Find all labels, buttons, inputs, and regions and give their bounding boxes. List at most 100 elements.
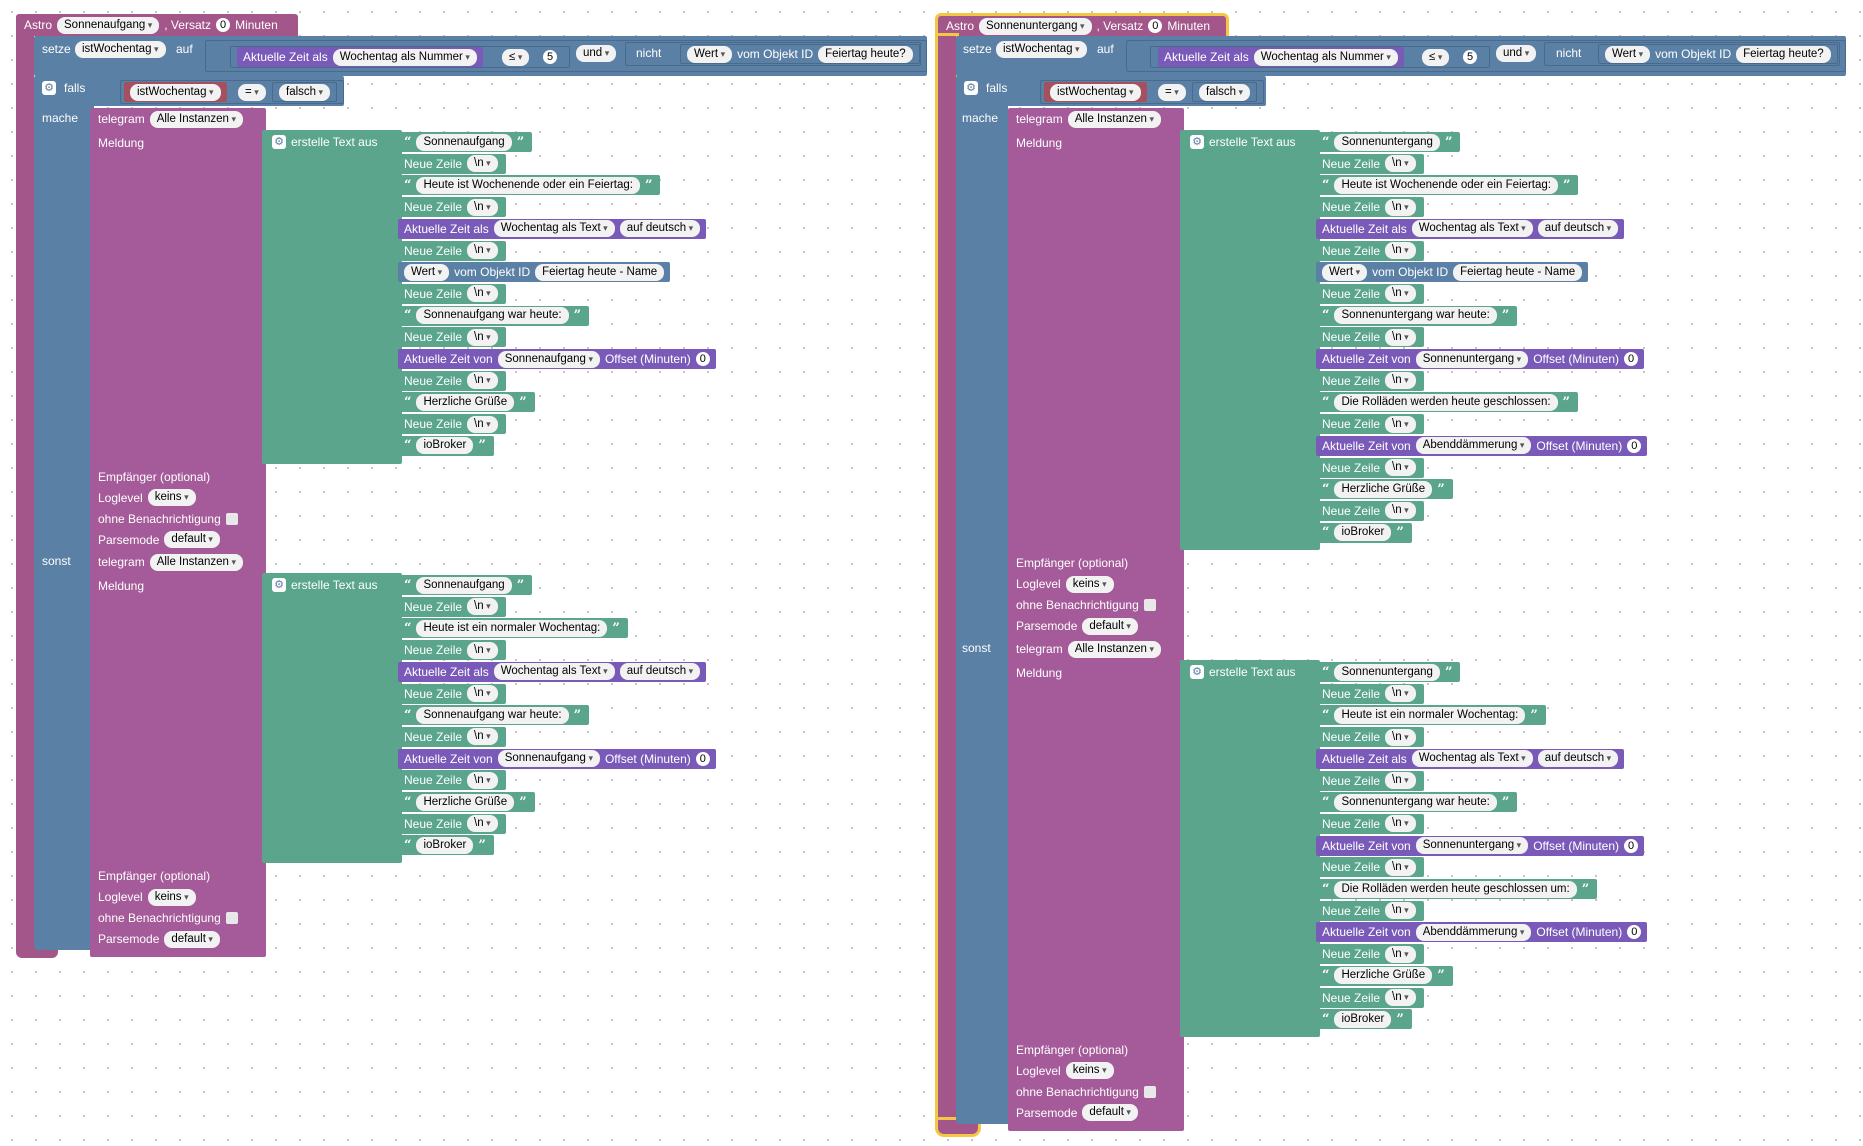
gear-icon[interactable]: ⚙ bbox=[1190, 135, 1204, 149]
neue-zeile-block[interactable]: Neue Zeile \n bbox=[398, 770, 506, 791]
text-input[interactable]: ioBroker bbox=[416, 437, 474, 455]
neue-zeile-block[interactable]: Neue Zeile \n bbox=[398, 327, 506, 348]
text-block[interactable]: “ Sonnenuntergang ” bbox=[1316, 662, 1461, 682]
objekt-id-field[interactable]: Feiertag heute - Name bbox=[1453, 263, 1583, 281]
text-input[interactable]: Heute ist Wochenende oder ein Feiertag: bbox=[1334, 176, 1558, 194]
falls-var-dropdown[interactable]: istWochentag bbox=[130, 83, 221, 101]
text-block[interactable]: “ Sonnenuntergang war heute: ” bbox=[1316, 305, 1518, 326]
loglevel-dropdown[interactable]: keins bbox=[1065, 575, 1114, 593]
neue-zeile-block[interactable]: Neue Zeile \n bbox=[398, 726, 506, 747]
astro-event-dropdown[interactable]: Sonnenuntergang bbox=[1415, 837, 1529, 855]
offset-input[interactable]: 0 bbox=[695, 352, 710, 366]
parsemode-dropdown[interactable]: default bbox=[164, 531, 220, 548]
newline-dropdown[interactable]: \n bbox=[1385, 285, 1416, 303]
zeit-format-dropdown[interactable]: Wochentag als Text bbox=[493, 663, 615, 681]
text-block[interactable]: “ Herzliche Grüße ” bbox=[398, 792, 535, 812]
text-block[interactable]: “ Sonnenaufgang war heute: ” bbox=[398, 305, 590, 326]
newline-dropdown[interactable]: \n bbox=[1385, 989, 1416, 1006]
compare-op-dropdown[interactable]: ≤ bbox=[1422, 49, 1450, 66]
text-input[interactable]: Sonnenuntergang bbox=[1334, 663, 1440, 681]
wert-dropdown[interactable]: Wert bbox=[1322, 263, 1368, 281]
newline-dropdown[interactable]: \n bbox=[1385, 155, 1416, 173]
text-block[interactable]: “ Sonnenuntergang war heute: ” bbox=[1316, 792, 1518, 813]
neue-zeile-block[interactable]: Neue Zeile \n bbox=[1316, 370, 1424, 391]
newline-dropdown[interactable]: \n bbox=[467, 372, 498, 390]
telegram-instance-dropdown[interactable]: Alle Instanzen bbox=[149, 110, 243, 128]
neue-zeile-block[interactable]: Neue Zeile \n bbox=[1316, 770, 1424, 791]
newline-dropdown[interactable]: \n bbox=[467, 728, 498, 746]
neue-zeile-block[interactable]: Neue Zeile \n bbox=[1316, 683, 1424, 704]
text-block[interactable]: “ ioBroker ” bbox=[1316, 1009, 1412, 1030]
compare-value-input[interactable]: 5 bbox=[1463, 50, 1478, 64]
wert-block[interactable]: Wert vom Objekt ID Feiertag heute? bbox=[1598, 44, 1838, 64]
wert-block[interactable]: Wert vom Objekt ID Feiertag heute - Name bbox=[1316, 262, 1589, 283]
zeit-von-block[interactable]: Aktuelle Zeit von Sonnenuntergang Offset… bbox=[1316, 835, 1645, 856]
newline-dropdown[interactable]: \n bbox=[1385, 815, 1416, 833]
text-input[interactable]: ioBroker bbox=[1334, 524, 1392, 542]
newline-dropdown[interactable]: \n bbox=[1385, 858, 1416, 876]
neue-zeile-block[interactable]: Neue Zeile \n bbox=[1316, 327, 1424, 348]
neue-zeile-block[interactable]: Neue Zeile \n bbox=[1316, 857, 1424, 878]
falls-var-dropdown[interactable]: istWochentag bbox=[1050, 83, 1141, 101]
zeit-von-block[interactable]: Aktuelle Zeit von Abenddämmerung Offset … bbox=[1316, 435, 1648, 456]
zeit-language-dropdown[interactable]: auf deutsch bbox=[619, 220, 701, 238]
text-input[interactable]: ioBroker bbox=[1334, 1010, 1392, 1028]
neue-zeile-block[interactable]: Neue Zeile \n bbox=[398, 640, 506, 661]
neue-zeile-block[interactable]: Neue Zeile \n bbox=[398, 197, 506, 218]
zeit-von-block[interactable]: Aktuelle Zeit von Abenddämmerung Offset … bbox=[1316, 922, 1648, 943]
text-block[interactable]: “ Heute ist ein normaler Wochentag: ” bbox=[398, 618, 628, 639]
falls-value-dropdown[interactable]: falsch bbox=[1199, 83, 1251, 101]
setze-var-dropdown[interactable]: istWochentag bbox=[75, 41, 166, 58]
offset-input[interactable]: 0 bbox=[1624, 352, 1639, 366]
erstelle-text-block[interactable] bbox=[1180, 130, 1320, 551]
text-block[interactable]: “ Sonnenaufgang ” bbox=[398, 575, 533, 595]
zeit-format-dropdown[interactable]: Wochentag als Nummer bbox=[332, 48, 477, 66]
newline-dropdown[interactable]: \n bbox=[1385, 198, 1416, 216]
offset-input[interactable]: 0 bbox=[695, 751, 710, 766]
telegram-instance-dropdown[interactable]: Alle Instanzen bbox=[149, 553, 243, 571]
astro-offset-input[interactable]: 0 bbox=[215, 18, 231, 32]
offset-input[interactable]: 0 bbox=[1624, 838, 1639, 853]
neue-zeile-block[interactable]: Neue Zeile \n bbox=[1316, 283, 1424, 304]
zeit-als-nummer-block[interactable]: Aktuelle Zeit als Wochentag als Nummer bbox=[1158, 47, 1404, 67]
text-input[interactable]: Die Rolläden werden heute geschlossen: bbox=[1334, 393, 1558, 411]
neue-zeile-block[interactable]: Neue Zeile \n bbox=[398, 283, 506, 304]
gear-icon[interactable]: ⚙ bbox=[1190, 665, 1204, 679]
ohne-benachrichtigung-checkbox[interactable] bbox=[1143, 599, 1156, 612]
newline-dropdown[interactable]: \n bbox=[467, 285, 498, 303]
neue-zeile-block[interactable]: Neue Zeile \n bbox=[1316, 500, 1424, 521]
objekt-id-field[interactable]: Feiertag heute? bbox=[818, 45, 913, 63]
astro-offset-input[interactable]: 0 bbox=[1148, 19, 1163, 33]
parsemode-dropdown[interactable]: default bbox=[1082, 1104, 1138, 1122]
gear-icon[interactable]: ⚙ bbox=[272, 135, 286, 149]
newline-dropdown[interactable]: \n bbox=[467, 415, 498, 433]
und-dropdown[interactable]: und bbox=[1496, 45, 1537, 62]
zeit-format-dropdown[interactable]: Wochentag als Nummer bbox=[1253, 48, 1398, 66]
loglevel-dropdown[interactable]: keins bbox=[147, 489, 196, 506]
neue-zeile-block[interactable]: Neue Zeile \n bbox=[398, 414, 506, 435]
neue-zeile-block[interactable]: Neue Zeile \n bbox=[398, 596, 506, 617]
neue-zeile-block[interactable]: Neue Zeile \n bbox=[398, 813, 506, 834]
zeit-language-dropdown[interactable]: auf deutsch bbox=[1537, 750, 1619, 768]
ohne-benachrichtigung-checkbox[interactable] bbox=[225, 512, 238, 525]
newline-dropdown[interactable]: \n bbox=[467, 815, 498, 833]
falsch-block[interactable]: falsch bbox=[272, 82, 338, 102]
newline-dropdown[interactable]: \n bbox=[467, 685, 498, 702]
text-block[interactable]: “ ioBroker ” bbox=[398, 435, 494, 456]
text-input[interactable]: Herzliche Grüße bbox=[416, 393, 515, 411]
text-input[interactable]: Heute ist ein normaler Wochentag: bbox=[1334, 706, 1526, 724]
astro-event-dropdown[interactable]: Sonnenuntergang bbox=[1415, 350, 1529, 368]
neue-zeile-block[interactable]: Neue Zeile \n bbox=[1316, 457, 1424, 478]
neue-zeile-block[interactable]: Neue Zeile \n bbox=[398, 240, 506, 261]
text-input[interactable]: Sonnenaufgang bbox=[416, 576, 512, 594]
objekt-id-field[interactable]: Feiertag heute - Name bbox=[535, 263, 665, 281]
loglevel-dropdown[interactable]: keins bbox=[147, 888, 196, 906]
neue-zeile-block[interactable]: Neue Zeile \n bbox=[398, 370, 506, 391]
neue-zeile-block[interactable]: Neue Zeile \n bbox=[1316, 987, 1424, 1008]
neue-zeile-block[interactable]: Neue Zeile \n bbox=[1316, 197, 1424, 218]
neue-zeile-block[interactable]: Neue Zeile \n bbox=[1316, 240, 1424, 261]
astro-event-dropdown[interactable]: Sonnenaufgang bbox=[497, 350, 600, 368]
wert-dropdown[interactable]: Wert bbox=[404, 263, 450, 281]
wert-block[interactable]: Wert vom Objekt ID Feiertag heute? bbox=[680, 44, 920, 64]
newline-dropdown[interactable]: \n bbox=[1385, 242, 1416, 259]
